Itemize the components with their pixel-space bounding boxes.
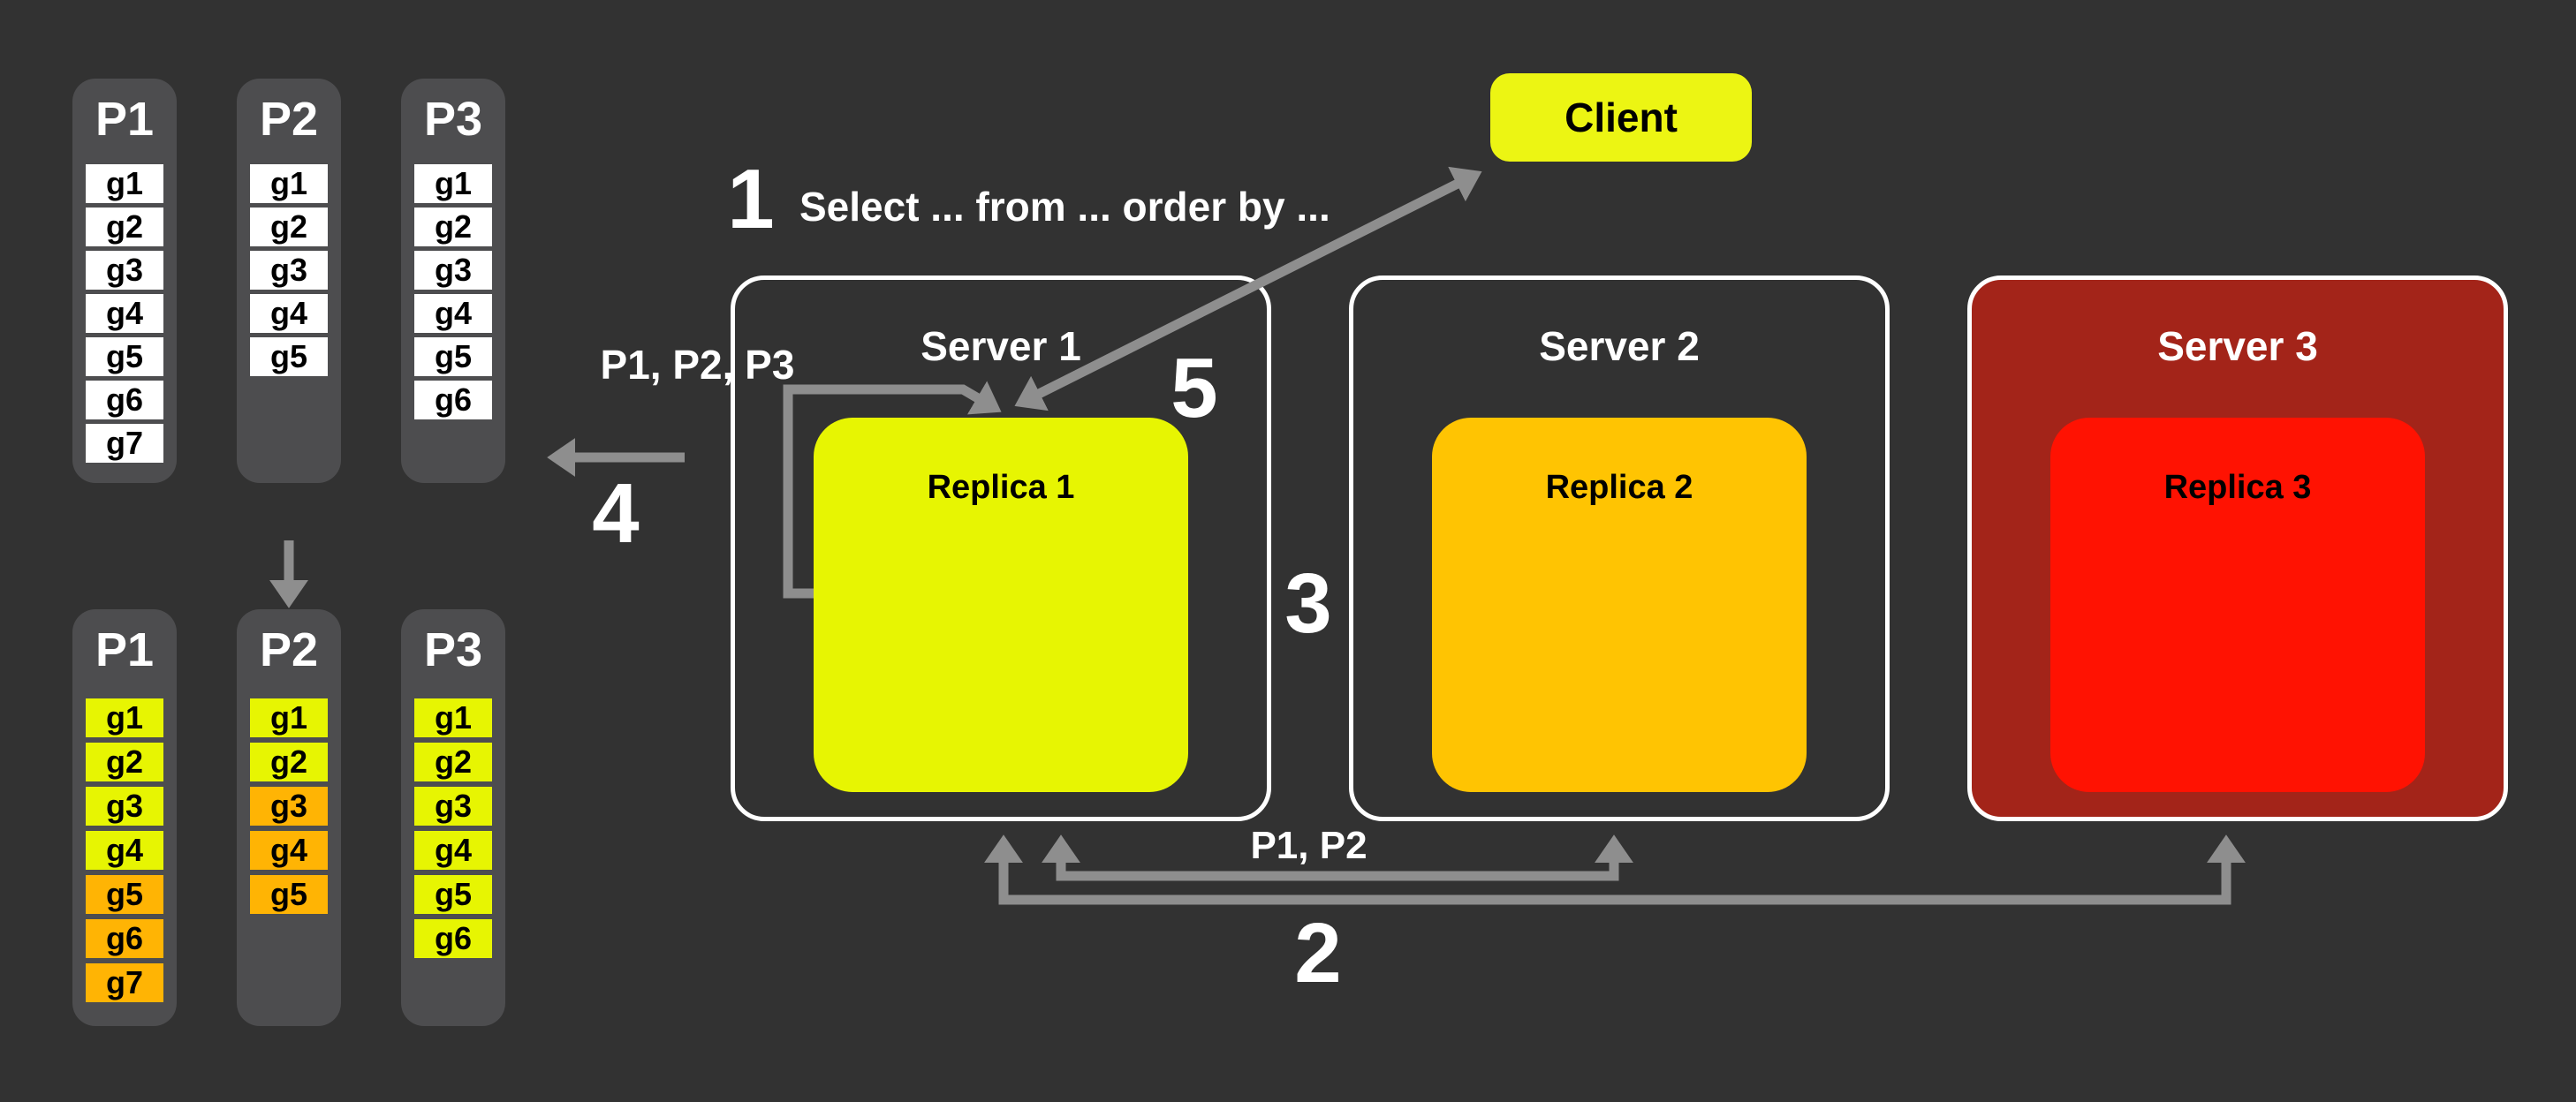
- replica-1-box: Replica 1: [814, 418, 1188, 792]
- partition-column-sorted-p3: P3 g1 g2 g3 g4 g5 g6: [401, 609, 505, 1026]
- group-cell: g1: [250, 698, 328, 737]
- group-cell: g5: [250, 875, 328, 914]
- group-cell: g5: [414, 337, 492, 376]
- fetch-bracket-arrow-server1-server3: [984, 834, 2246, 905]
- partition-title: P1: [95, 623, 155, 676]
- group-cell: g7: [86, 963, 163, 1002]
- group-cell: g4: [86, 831, 163, 870]
- group-cell: g2: [250, 743, 328, 781]
- group-cell: g2: [86, 208, 163, 246]
- replica-2-box: Replica 2: [1432, 418, 1807, 792]
- group-cell: g3: [250, 787, 328, 826]
- client-box: Client: [1490, 73, 1752, 162]
- group-cell: g3: [414, 787, 492, 826]
- group-cell: g2: [414, 208, 492, 246]
- group-list: g1 g2 g3 g4 g5 g6 g7: [86, 164, 163, 463]
- group-cell: g3: [86, 251, 163, 290]
- partition-column-unsorted-p1: P1 g1 g2 g3 g4 g5 g6 g7: [72, 79, 177, 483]
- group-cell: g2: [86, 743, 163, 781]
- group-cell: g2: [414, 743, 492, 781]
- group-cell: g5: [414, 875, 492, 914]
- partition-title: P2: [259, 93, 319, 146]
- group-cell: g4: [86, 294, 163, 333]
- group-cell: g7: [86, 424, 163, 463]
- group-cell: g3: [414, 251, 492, 290]
- group-cell: g5: [86, 337, 163, 376]
- group-cell: g6: [414, 381, 492, 419]
- group-cell: g2: [250, 208, 328, 246]
- partition-title: P1: [95, 93, 155, 146]
- group-cell: g4: [414, 831, 492, 870]
- step-2-number: 2: [1294, 906, 1342, 1000]
- group-cell: g4: [250, 294, 328, 333]
- group-cell: g1: [250, 164, 328, 203]
- partition-title: P3: [423, 93, 483, 146]
- group-cell: g6: [86, 919, 163, 958]
- group-cell: g6: [86, 381, 163, 419]
- group-cell: g3: [86, 787, 163, 826]
- group-cell: g1: [86, 698, 163, 737]
- group-list: g1 g2 g3 g4 g5 g6: [414, 164, 492, 419]
- replica-3-label: Replica 3: [2163, 469, 2312, 506]
- group-cell: g5: [250, 337, 328, 376]
- server-3-box: Server 3 Replica 3: [1967, 276, 2508, 821]
- partition-column-unsorted-p2: P2 g1 g2 g3 g4 g5: [237, 79, 341, 483]
- replica-2-label: Replica 2: [1545, 469, 1693, 506]
- partition-title: P3: [423, 623, 483, 676]
- partition-column-unsorted-p3: P3 g1 g2 g3 g4 g5 g6: [401, 79, 505, 483]
- replica-3-box: Replica 3: [2050, 418, 2425, 792]
- group-list: g1 g2 g3 g4 g5: [250, 698, 328, 914]
- step-3-number: 3: [1284, 556, 1332, 651]
- step-4-number: 4: [592, 466, 640, 561]
- group-list: g1 g2 g3 g4 g5 g6 g7: [86, 698, 163, 1002]
- group-list: g1 g2 g3 g4 g5 g6: [414, 698, 492, 958]
- server-2-box: Server 2 Replica 2: [1349, 276, 1890, 821]
- group-cell: g1: [86, 164, 163, 203]
- step-5-number: 5: [1171, 341, 1218, 435]
- group-cell: g4: [250, 831, 328, 870]
- group-cell: g4: [414, 294, 492, 333]
- group-cell: g6: [414, 919, 492, 958]
- partition-column-sorted-p1: P1 g1 g2 g3 g4 g5 g6 g7: [72, 609, 177, 1026]
- group-cell: g5: [86, 875, 163, 914]
- replica-1-label: Replica 1: [927, 469, 1075, 506]
- partition-column-sorted-p2: P2 g1 g2 g3 g4 g5: [237, 609, 341, 1026]
- group-cell: g3: [250, 251, 328, 290]
- group-list: g1 g2 g3 g4 g5: [250, 164, 328, 376]
- partition-title: P2: [259, 623, 319, 676]
- step-1-number: 1: [727, 152, 775, 246]
- query-partitions-label: P1, P2, P3: [600, 342, 795, 388]
- query-text: Select ... from ... order by ...: [799, 184, 1330, 230]
- fetch-partitions-label: P1, P2: [1250, 824, 1368, 867]
- group-cell: g1: [414, 164, 492, 203]
- group-cell: g1: [414, 698, 492, 737]
- server-3-title: Server 3: [2157, 323, 2318, 369]
- server-2-title: Server 2: [1539, 323, 1700, 369]
